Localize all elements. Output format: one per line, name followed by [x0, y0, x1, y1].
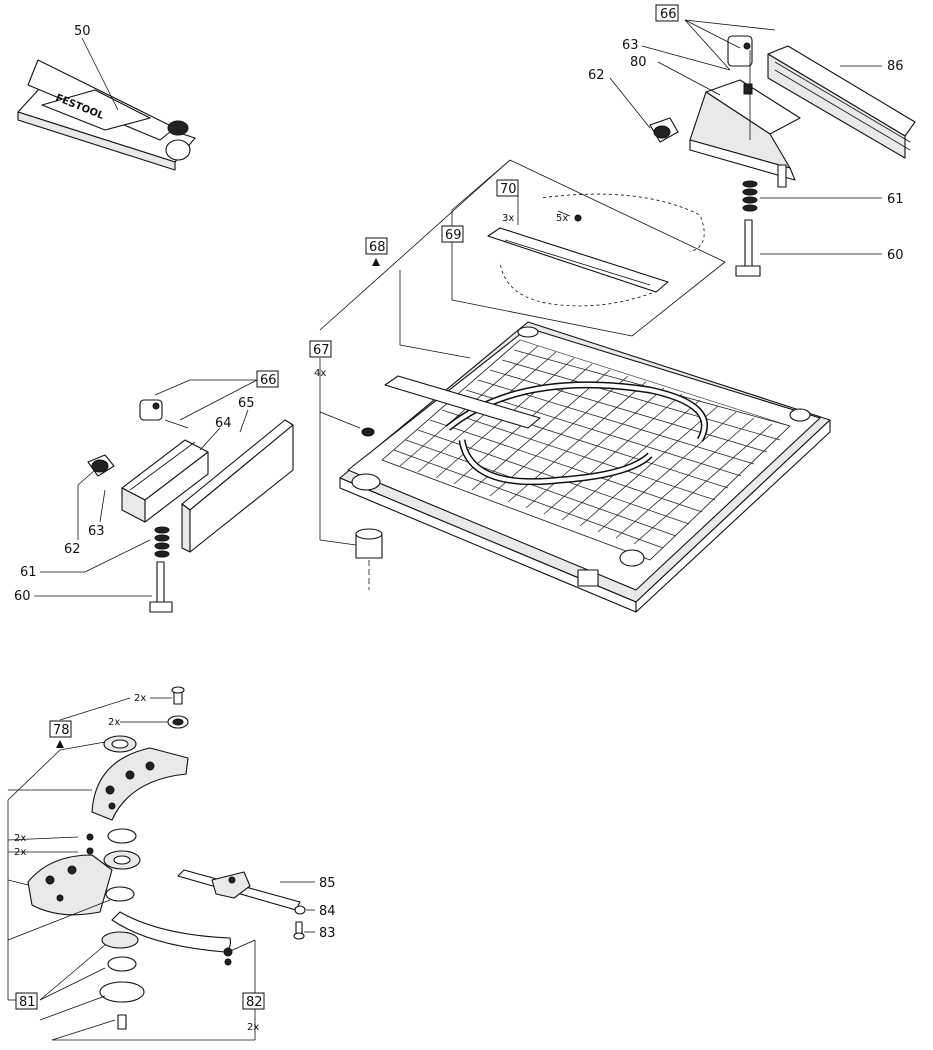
callout-62-mid: 62 [64, 542, 81, 557]
callout-83: 83 [319, 926, 336, 941]
callout-3x: 3x [502, 213, 514, 224]
callout-70: 70 [500, 182, 517, 197]
callout-2x-e: 2x [247, 1022, 259, 1033]
callout-5x: 5x [556, 213, 568, 224]
callout-86: 86 [887, 59, 904, 74]
callout-4x: 4x [314, 368, 326, 379]
callout-62-top: 62 [588, 68, 605, 83]
arrow-up-icon [372, 258, 380, 266]
callout-78: 78 [53, 723, 70, 738]
callout-61-mid: 61 [20, 565, 37, 580]
arrow-up-icon [56, 740, 64, 748]
table-grid-pattern [381, 339, 791, 561]
callout-63-mid: 63 [88, 524, 105, 539]
callout-66-mid: 66 [260, 373, 277, 388]
callout-60-top: 60 [887, 248, 904, 263]
part-50-angle-template: FESTOOL [17, 59, 196, 171]
callout-85: 85 [319, 876, 336, 891]
scale-arcs-69-70 [487, 193, 706, 307]
callout-2x-d: 2x [14, 847, 26, 858]
callout-65: 65 [238, 396, 255, 411]
callout-2x-c: 2x [14, 833, 26, 844]
fence-assembly-left [87, 399, 294, 613]
callout-80: 80 [630, 55, 647, 70]
callout-84: 84 [319, 904, 336, 919]
callout-69: 69 [445, 228, 462, 243]
spring-61-top [742, 180, 758, 212]
callout-60-mid: 60 [14, 589, 31, 604]
callout-50: 50 [74, 24, 91, 39]
main-grid-table [339, 321, 831, 613]
callout-63-top: 63 [622, 38, 639, 53]
callout-66-top: 66 [660, 7, 677, 22]
callout-67: 67 [313, 343, 330, 358]
fence-assembly-top-right [649, 35, 916, 277]
callout-61-top: 61 [887, 192, 904, 207]
callout-2x-b: 2x [108, 717, 120, 728]
part-67-foot [355, 427, 383, 590]
callout-81: 81 [19, 995, 36, 1010]
callout-64: 64 [215, 416, 232, 431]
callout-82: 82 [246, 995, 263, 1010]
callout-68: 68 [369, 240, 386, 255]
rotary-base-assembly [27, 686, 306, 1030]
callout-2x-a: 2x [134, 693, 146, 704]
